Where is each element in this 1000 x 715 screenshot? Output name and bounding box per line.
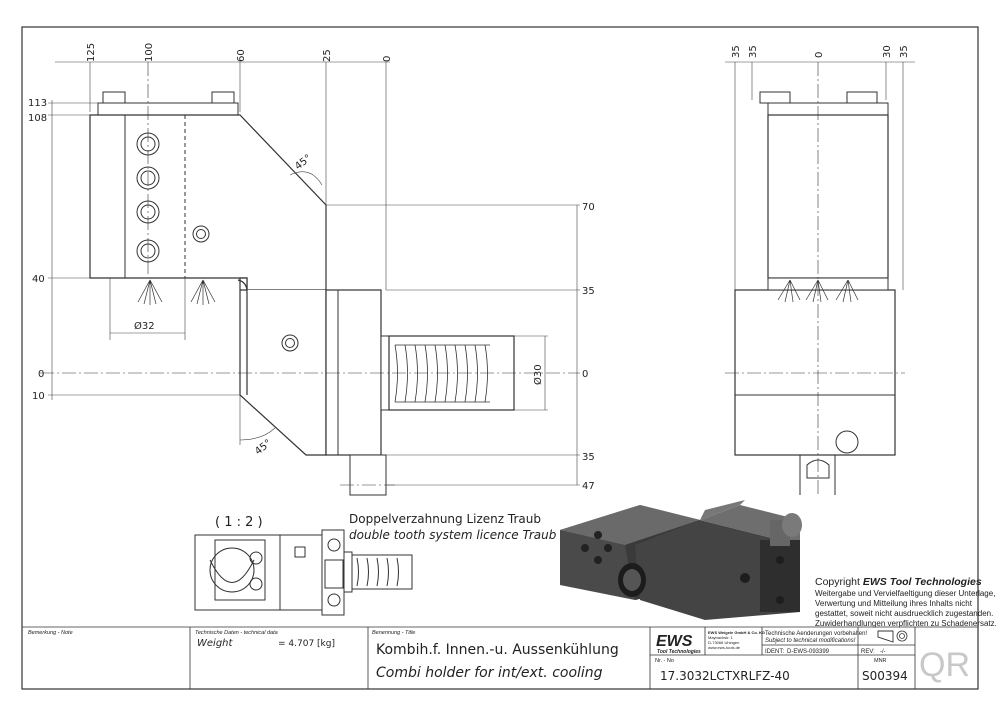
ident-value: D-EWS-093399 bbox=[787, 649, 830, 655]
dim-right-35b: 35 bbox=[582, 452, 595, 463]
dim-angle-bottom: 45° bbox=[253, 438, 274, 458]
dim-left-0: 0 bbox=[38, 369, 44, 380]
weight-value: = 4.707 [kg] bbox=[278, 639, 335, 649]
mnr-value: S00394 bbox=[862, 669, 908, 683]
tech-data-label: Technische Daten - technical data bbox=[195, 630, 278, 636]
copyright-line3: Verwertung und Mitteilung ihres Inhalts … bbox=[815, 599, 973, 608]
dim-side-30: 30 bbox=[882, 45, 893, 58]
change-notice-en: Subject to technical modifications! bbox=[765, 638, 856, 644]
dim-angle-top: 45° bbox=[293, 153, 314, 173]
dim-side-0: 0 bbox=[814, 52, 825, 58]
scale-view bbox=[194, 529, 413, 616]
dim-side-35a: 35 bbox=[731, 45, 742, 58]
note-german: Doppelverzahnung Lizenz Traub bbox=[349, 512, 541, 526]
number-label: Nr. - No bbox=[655, 658, 674, 664]
dim-right-0: 0 bbox=[582, 369, 588, 380]
svg-text:Copyright EWS Tool Technologie: Copyright EWS Tool Technologies bbox=[815, 576, 982, 588]
qr-placeholder: QR bbox=[919, 646, 970, 684]
ident-label: IDENT: bbox=[765, 649, 784, 655]
company-line1: EWS Weigele GmbH & Co. KG bbox=[708, 630, 765, 635]
note-label: Bemerkung - Note bbox=[28, 630, 73, 636]
front-view bbox=[40, 62, 580, 496]
mnr-label: MNR bbox=[874, 658, 887, 664]
change-notice-de: Technische Aenderungen vorbehalten! bbox=[765, 631, 867, 637]
company-line3: D-73066 Uhingen bbox=[708, 640, 739, 645]
rev-label: REV: bbox=[861, 649, 875, 655]
dim-top-100: 100 bbox=[144, 43, 155, 62]
dim-right-70: 70 bbox=[582, 202, 595, 213]
dim-top-0: 0 bbox=[382, 56, 393, 62]
drawing-frame bbox=[21, 26, 979, 690]
dim-left-113: 113 bbox=[28, 98, 47, 109]
copyright-line4: gestattet, soweit nicht ausdruecklich zu… bbox=[815, 609, 993, 618]
title-german: Kombih.f. Innen.-u. Aussenkühlung bbox=[376, 642, 619, 658]
title-block bbox=[22, 626, 978, 689]
rev-value: -/- bbox=[880, 649, 886, 655]
title-english: Combi holder for int/ext. cooling bbox=[376, 665, 603, 681]
dim-top-60: 60 bbox=[236, 49, 247, 62]
company-line2: Maybachstr. 1 bbox=[708, 635, 734, 640]
product-render bbox=[560, 500, 802, 620]
dimension-lines bbox=[48, 61, 580, 486]
dim-left-108: 108 bbox=[28, 113, 47, 124]
company-logo: EWS bbox=[656, 633, 693, 650]
dim-left-40: 40 bbox=[32, 274, 45, 285]
copyright-block: Copyright EWS Tool Technologies Weiterga… bbox=[815, 576, 997, 628]
copyright-brand: EWS Tool Technologies bbox=[863, 576, 982, 588]
title-label: Benennung - Title bbox=[372, 630, 415, 636]
dim-dia-30: Ø30 bbox=[532, 364, 544, 385]
dim-side-35c: 35 bbox=[899, 45, 910, 58]
note-english: double tooth system licence Traub bbox=[349, 528, 557, 542]
dim-side-35b: 35 bbox=[748, 45, 759, 58]
side-dimension-lines bbox=[725, 61, 915, 290]
dim-top-125: 125 bbox=[86, 43, 97, 62]
copyright-line5: Zuwiderhandlungen verpflichten zu Schade… bbox=[815, 619, 997, 628]
dim-left-10: 10 bbox=[32, 391, 45, 402]
dim-right-47: 47 bbox=[582, 481, 595, 492]
part-number: 17.3032LCTXRLFZ-40 bbox=[660, 669, 790, 683]
company-line4: www.ews-tools.de bbox=[708, 645, 741, 650]
company-logo-sub: Tool Technologies bbox=[657, 649, 701, 655]
weight-label: Weight bbox=[197, 638, 234, 649]
side-view bbox=[725, 62, 905, 495]
dim-top-25: 25 bbox=[322, 49, 333, 62]
dim-right-35: 35 bbox=[582, 286, 595, 297]
title-block-texts: Bemerkung - Note Technische Daten - tech… bbox=[28, 630, 970, 684]
dim-dia-32: Ø32 bbox=[134, 320, 155, 332]
scale-label: ( 1 : 2 ) bbox=[215, 515, 263, 530]
coolant-spray bbox=[137, 279, 216, 305]
copyright-prefix: Copyright bbox=[815, 576, 863, 588]
copyright-line2: Weitergabe und Vervielfaeltigung dieser … bbox=[815, 589, 995, 598]
